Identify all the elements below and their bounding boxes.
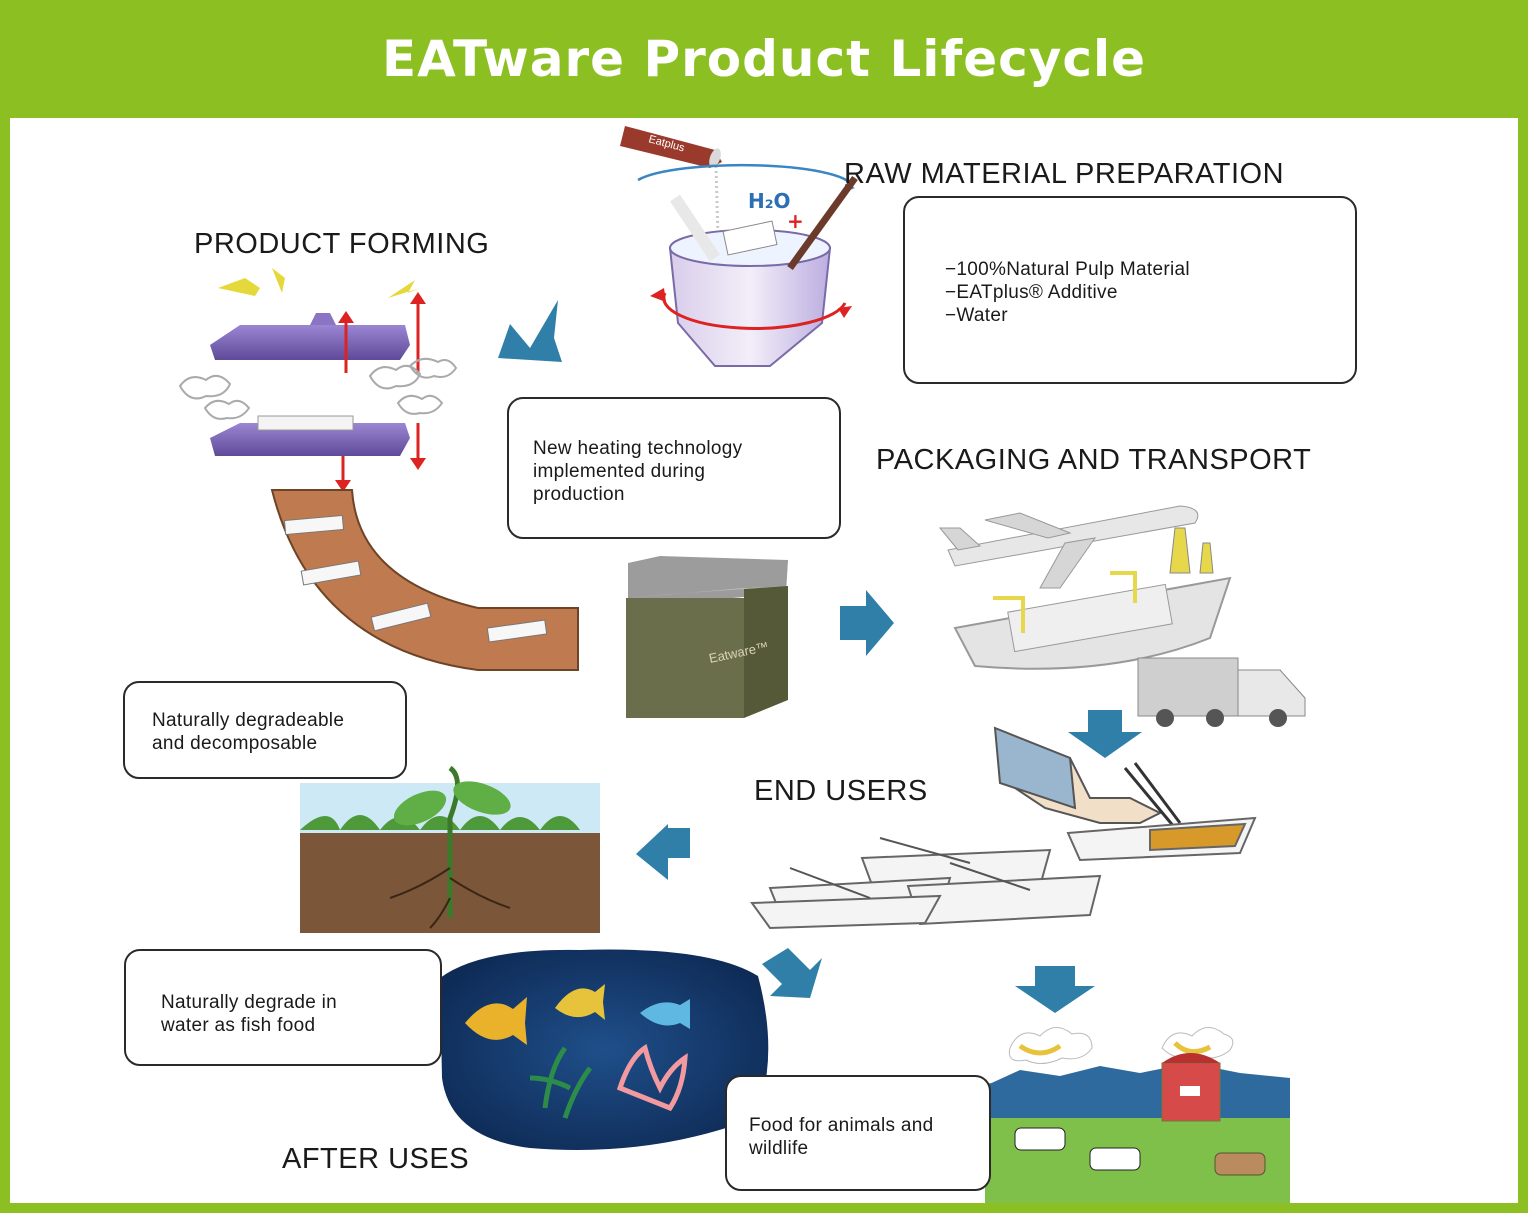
raw-material-list: −100%Natural Pulp Material −EATplus® Add… bbox=[903, 196, 1357, 384]
ship-icon bbox=[953, 527, 1232, 670]
flow-arrow-icon bbox=[498, 300, 562, 362]
hand-chopsticks-icon bbox=[993, 726, 1182, 829]
ingredient-water: −Water bbox=[945, 305, 1008, 326]
water-label: H₂O bbox=[748, 189, 791, 213]
diagram-artwork: Eatplus H₂O + bbox=[178, 126, 1306, 1203]
package-box-icon: Eatware™ bbox=[626, 556, 788, 718]
animal-note: Food for animals and wildlife bbox=[725, 1075, 991, 1191]
mold-press-icon bbox=[178, 268, 458, 492]
heading-raw-material: RAW MATERIAL PREPARATION bbox=[844, 158, 1285, 190]
ingredient-pulp: −100%Natural Pulp Material bbox=[945, 259, 1190, 280]
water-note-line: Naturally degrade in bbox=[161, 992, 338, 1013]
water-note-line: water as fish food bbox=[161, 1015, 316, 1036]
heating-note-line: production bbox=[533, 484, 625, 505]
eatplus-bottle-icon: Eatplus bbox=[620, 126, 722, 239]
flow-arrows bbox=[498, 300, 1142, 1013]
animal-note-line: Food for animals and bbox=[749, 1115, 934, 1136]
ingredient-additive: −EATplus® Additive bbox=[945, 282, 1118, 303]
fish-reef-icon bbox=[440, 949, 769, 1150]
heading-product-forming: PRODUCT FORMING bbox=[194, 228, 490, 260]
soil-note-line: and decomposable bbox=[152, 733, 318, 754]
heating-note: New heating technology implemented durin… bbox=[507, 397, 841, 539]
heating-note-line: New heating technology bbox=[533, 438, 743, 459]
animal-note-line: wildlife bbox=[749, 1138, 809, 1159]
farm-landscape-icon bbox=[985, 1027, 1290, 1203]
flow-arrow-icon bbox=[1068, 710, 1142, 758]
heading-packaging: PACKAGING AND TRANSPORT bbox=[876, 444, 1312, 476]
heading-end-users: END USERS bbox=[754, 775, 928, 807]
airplane-icon bbox=[938, 505, 1199, 589]
title-banner: EATware Product Lifecycle bbox=[0, 0, 1528, 118]
soil-note: Naturally degradeable and decomposable bbox=[123, 681, 407, 779]
plant-soil-icon bbox=[300, 765, 600, 933]
flow-arrow-icon bbox=[1015, 966, 1095, 1013]
heating-note-line: implemented during bbox=[533, 461, 706, 482]
heading-after-uses: AFTER USES bbox=[282, 1143, 470, 1175]
food-trays-icon bbox=[750, 816, 1257, 930]
soil-note-line: Naturally degradeable bbox=[152, 710, 345, 731]
mixer-icon: H₂O + bbox=[637, 163, 858, 367]
water-note: Naturally degrade in water as fish food bbox=[124, 949, 442, 1066]
diagram-canvas: Eatplus H₂O + bbox=[10, 118, 1518, 1203]
flow-arrow-icon bbox=[636, 824, 690, 880]
page-title: EATware Product Lifecycle bbox=[381, 30, 1147, 88]
flow-arrow-icon bbox=[762, 948, 822, 998]
flow-arrow-icon bbox=[840, 590, 894, 656]
svg-text:+: + bbox=[787, 209, 804, 233]
conveyor-icon bbox=[270, 489, 579, 671]
truck-icon bbox=[1137, 657, 1306, 727]
